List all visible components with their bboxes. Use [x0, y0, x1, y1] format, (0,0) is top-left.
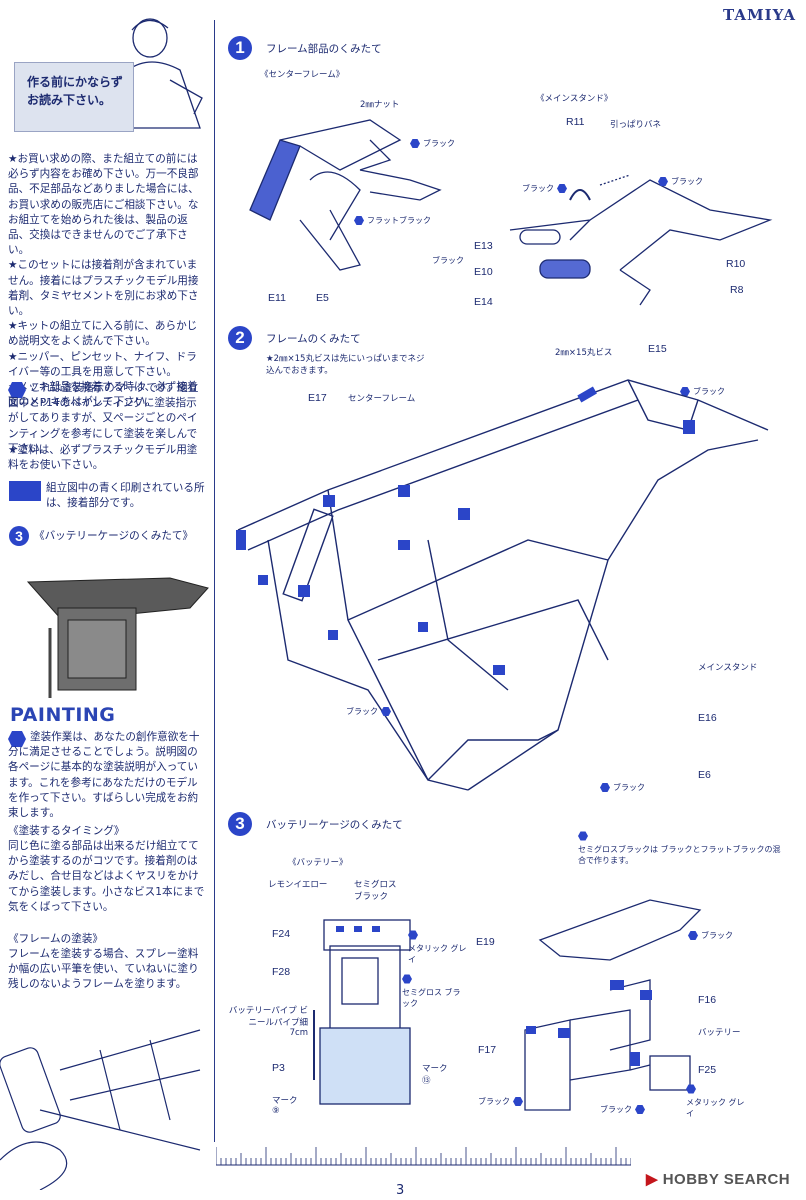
lemon-yellow-label: レモンイエロー	[268, 880, 328, 890]
part-label: F17	[478, 1044, 497, 1056]
page-number: 3	[396, 1183, 405, 1198]
watermark: ▶ HOBBY SEARCH	[646, 1171, 791, 1188]
step3-mini-circle: 3	[9, 526, 29, 546]
notice-item: ★お買い求めの際、また組立ての前には必らず内容をお確め下さい。万一不良部品、不足…	[8, 153, 199, 257]
part-label: E10	[474, 266, 493, 278]
step-title: フレーム部品のくみたて	[266, 43, 382, 55]
frame-assembly-diagram	[236, 379, 769, 791]
paint-tag: ブラック	[478, 1096, 523, 1107]
step-number-circle: 2	[228, 326, 252, 350]
paint-tag: メタリック グレイ	[686, 1084, 746, 1119]
part-label: E13	[474, 240, 493, 252]
part-label: R8	[730, 284, 744, 296]
frame-text: フレームを塗装する場合、スプレー塗料か幅の広い平筆を使い、ていねいに塗り残しのな…	[8, 948, 199, 991]
battery-diagram	[313, 919, 411, 1105]
paint-tag: ブラック	[346, 706, 391, 717]
paint-tag: ブラック	[680, 386, 725, 397]
part-label: E6	[698, 769, 711, 781]
spray-painting-illustration	[0, 1029, 201, 1190]
notice-item: ★メッキ部品を接着する時は、必ず接着面のメッキをはがして下さい。	[8, 381, 198, 409]
part-label: E16	[698, 712, 717, 724]
notice-list: ★お買い求めの際、また組立ての前には必らず内容をお確め下さい。万一不良部品、不足…	[8, 152, 206, 410]
timing-text: 同じ色に塗る部品は出来るだけ組立ててから塗装するのがコツです。接着剤のはみだし、…	[8, 840, 205, 913]
part-label: R11	[566, 116, 585, 128]
center-frame-label: センターフレーム	[348, 394, 416, 404]
paint-tag: ブラック	[410, 138, 455, 149]
painting-heading: PAINTING	[10, 704, 116, 726]
notice-box: 作る前にかならずお読み下さい。	[14, 62, 134, 132]
part-label: E11	[268, 292, 286, 304]
nut-label: 2㎜ナット	[360, 100, 400, 110]
part-label: P3	[272, 1062, 285, 1074]
step-title: バッテリーケージのくみたて	[266, 819, 403, 831]
part-label: E14	[474, 296, 493, 308]
part-label: E19	[476, 936, 495, 948]
paint-note: ★塗料は、必ずプラスチックモデル用塗料をお使い下さい。	[8, 444, 198, 472]
paint-tag: メタリック グレイ	[408, 930, 468, 965]
part-label: F16	[698, 994, 717, 1006]
part-label: E17	[308, 392, 327, 404]
paint-tag: ブラック	[522, 183, 567, 194]
semigloss-label: セミグロス ブラック	[354, 880, 397, 902]
painting-intro: 塗装作業は、あなたの創作意欲を十分に満足させることでしょう。説明図の各ページに基…	[8, 731, 200, 820]
main-stand-diagram	[509, 174, 773, 306]
sub-title: 《メインスタンド》	[536, 94, 613, 104]
part-label: F28	[272, 966, 291, 978]
step-title: フレームのくみたて	[266, 333, 361, 345]
glue-area-swatch	[9, 481, 41, 501]
paint-tag: セミグロス ブラック	[402, 974, 462, 1009]
main-stand-label: メインスタンド	[698, 663, 758, 673]
paint-tag: ブラック	[600, 1104, 645, 1115]
part-label: R10	[726, 258, 746, 270]
battery-cage-photo	[26, 577, 209, 698]
battery-cage-diagram	[524, 899, 702, 1111]
spring-label: 引っぱりバネ	[610, 120, 662, 130]
mark-label: マーク ⑨	[272, 1096, 298, 1116]
paint-mark-icon	[8, 382, 26, 398]
sub-title: 《バッテリー》	[288, 858, 348, 868]
timing-title: 《塗装するタイミング》	[8, 825, 125, 837]
semigloss-note: セミグロスブラックは ブラックとフラットブラックの混合で作ります。	[578, 831, 788, 866]
sub-title: 《センターフレーム》	[260, 70, 345, 80]
paint-tag: フラットブラック	[354, 215, 431, 226]
measurement-ruler	[216, 1147, 631, 1166]
paint-tag: ブラック	[600, 782, 645, 793]
step-number-circle: 1	[228, 36, 252, 60]
brand-logo: TAMIYA	[723, 6, 796, 24]
instructor-illustration	[119, 18, 203, 129]
part-label: F24	[272, 928, 291, 940]
part-label: E15	[648, 343, 667, 355]
blue-note: 組立図中の青く印刷されている所は、接着部分です。	[46, 482, 205, 510]
part-label: E5	[316, 292, 329, 304]
pipe-label: バッテリーパイプ ビニールパイプ細 7cm	[228, 1006, 308, 1038]
step-number-circle: 3	[228, 812, 252, 836]
sidebar: 作る前にかならずお読み下さい。 ★お買い求めの際、また組立ての前には必らず内容を…	[0, 0, 212, 1200]
center-frame-diagram	[249, 119, 442, 271]
battery-label: バッテリー	[698, 1028, 741, 1038]
notice-item: ★キットの組立てに入る前に、あらかじめ説明文をよく読んで下さい。	[8, 320, 198, 348]
screw-label: 2㎜×15丸ビス	[555, 348, 613, 358]
frame-title: 《フレームの塗装》	[8, 933, 104, 945]
paint-tag: ブラック	[688, 930, 733, 941]
paint-mark-icon	[8, 731, 26, 747]
paint-tag: ブラック	[432, 256, 464, 265]
mark-label: マーク ⑬	[422, 1064, 448, 1086]
notice-item: ★ニッパー、ピンセット、ナイフ、ドライバー等の工具を用意して下さい。	[8, 350, 197, 378]
step3-mini-title: 《バッテリーケージのくみたて》	[34, 530, 194, 542]
paint-tag: ブラック	[658, 176, 703, 187]
column-divider	[214, 20, 215, 1142]
step-note: ★2㎜×15丸ビスは先にいっぱいまでネジ込んでおきます。	[266, 354, 425, 376]
paint-mark-note: これは塗装指示のマークです。組立図中とP14のペインティングに塗装指示がしてあり…	[8, 382, 199, 455]
part-label: F25	[698, 1064, 717, 1076]
notice-item: ★このセットには接着剤が含まれていません。接着にはプラスチックモデル用接着剤、タ…	[8, 259, 199, 318]
